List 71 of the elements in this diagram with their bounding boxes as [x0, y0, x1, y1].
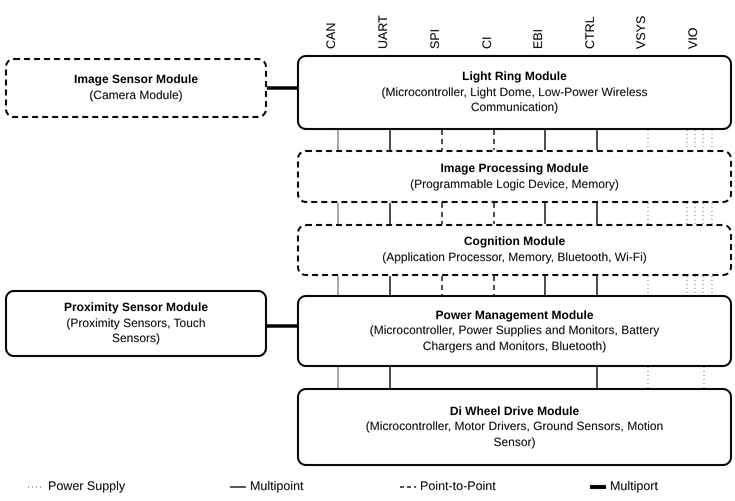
- bus-line: [544, 203, 546, 224]
- bus-line: [596, 203, 598, 224]
- module-description: (Proximity Sensors, Touch Sensors): [65, 316, 207, 347]
- bus-line: [686, 130, 688, 150]
- module-description: (Programmable Logic Device, Memory): [410, 176, 619, 192]
- bus-line: [337, 203, 339, 224]
- signal-name: VIO: [686, 27, 700, 49]
- bus-line: [694, 203, 696, 224]
- bus-line: [493, 276, 495, 295]
- bus-line: [647, 276, 649, 295]
- module-title: Di Wheel Drive Module: [450, 404, 580, 420]
- bus-line: [389, 367, 391, 388]
- bus-line: [389, 276, 391, 295]
- module-description: (Camera Module): [89, 88, 183, 104]
- signal-name: CAN: [324, 22, 338, 49]
- bus-line: [702, 203, 704, 224]
- bus-line: [544, 130, 546, 150]
- module-box: [297, 388, 732, 466]
- module-description: (Application Processor, Memory, Bluetooth, Wi-Fi): [382, 250, 647, 266]
- signal-name: VSYS: [634, 16, 648, 49]
- module-title: Proximity Sensor Module: [64, 300, 208, 316]
- bus-line: [441, 276, 443, 295]
- module-box: [5, 290, 267, 357]
- bus-line: [441, 203, 443, 224]
- module-title: Cognition Module: [464, 234, 566, 250]
- bus-line: [544, 276, 546, 295]
- signal-name: CTRL: [583, 16, 597, 49]
- module-box: [297, 224, 732, 276]
- legend-label: Power Supply: [48, 479, 126, 493]
- bus-line: [337, 276, 339, 295]
- bus-line: [337, 367, 339, 388]
- bus-line: [389, 203, 391, 224]
- module-box: [297, 295, 732, 367]
- legend-label: Point-to-Point: [420, 479, 496, 493]
- module-title: Light Ring Module: [462, 69, 567, 85]
- module-box: [297, 55, 732, 130]
- bus-line: [493, 203, 495, 224]
- bus-line: [493, 130, 495, 150]
- bus-line: [702, 276, 704, 295]
- signal-name: UART: [376, 15, 390, 49]
- module-box: [297, 150, 732, 203]
- signal-name: EBI: [531, 28, 545, 49]
- bus-line: [596, 367, 598, 388]
- signal-name: CI: [480, 36, 494, 49]
- bus-line: [694, 130, 696, 150]
- legend-label: Multiport: [610, 479, 658, 493]
- module-description: (Microcontroller, Motor Drivers, Ground Sensors, Motion Sensor): [364, 419, 664, 450]
- bus-line: [337, 130, 339, 150]
- bus-line: [596, 130, 598, 150]
- bus-line: [702, 130, 704, 150]
- bus-line: [596, 276, 598, 295]
- bus-line: [686, 203, 688, 224]
- module-title: Image Processing Module: [440, 160, 589, 176]
- module-title: Image Sensor Module: [74, 72, 198, 88]
- bus-line: [647, 130, 649, 150]
- module-title: Power Management Module: [435, 308, 594, 324]
- module-box: [5, 58, 267, 118]
- bus-line: [389, 130, 391, 150]
- bus-line: [441, 130, 443, 150]
- module-description: (Microcontroller, Light Dome, Low-Power Wireless Communication): [380, 84, 649, 116]
- bus-line: [711, 130, 713, 150]
- bus-line: [694, 276, 696, 295]
- bus-line: [686, 276, 688, 295]
- multiport-link: [267, 324, 297, 328]
- legend-label: Multipoint: [250, 479, 304, 493]
- multiport-link: [267, 86, 297, 90]
- bus-line: [711, 276, 713, 295]
- signal-name: SPI: [428, 28, 442, 49]
- bus-line: [647, 203, 649, 224]
- module-description: (Microcontroller, Power Supplies and Monitors, Battery Chargers and Monitors, Bluetooth): [368, 323, 660, 354]
- bus-line: [711, 203, 713, 224]
